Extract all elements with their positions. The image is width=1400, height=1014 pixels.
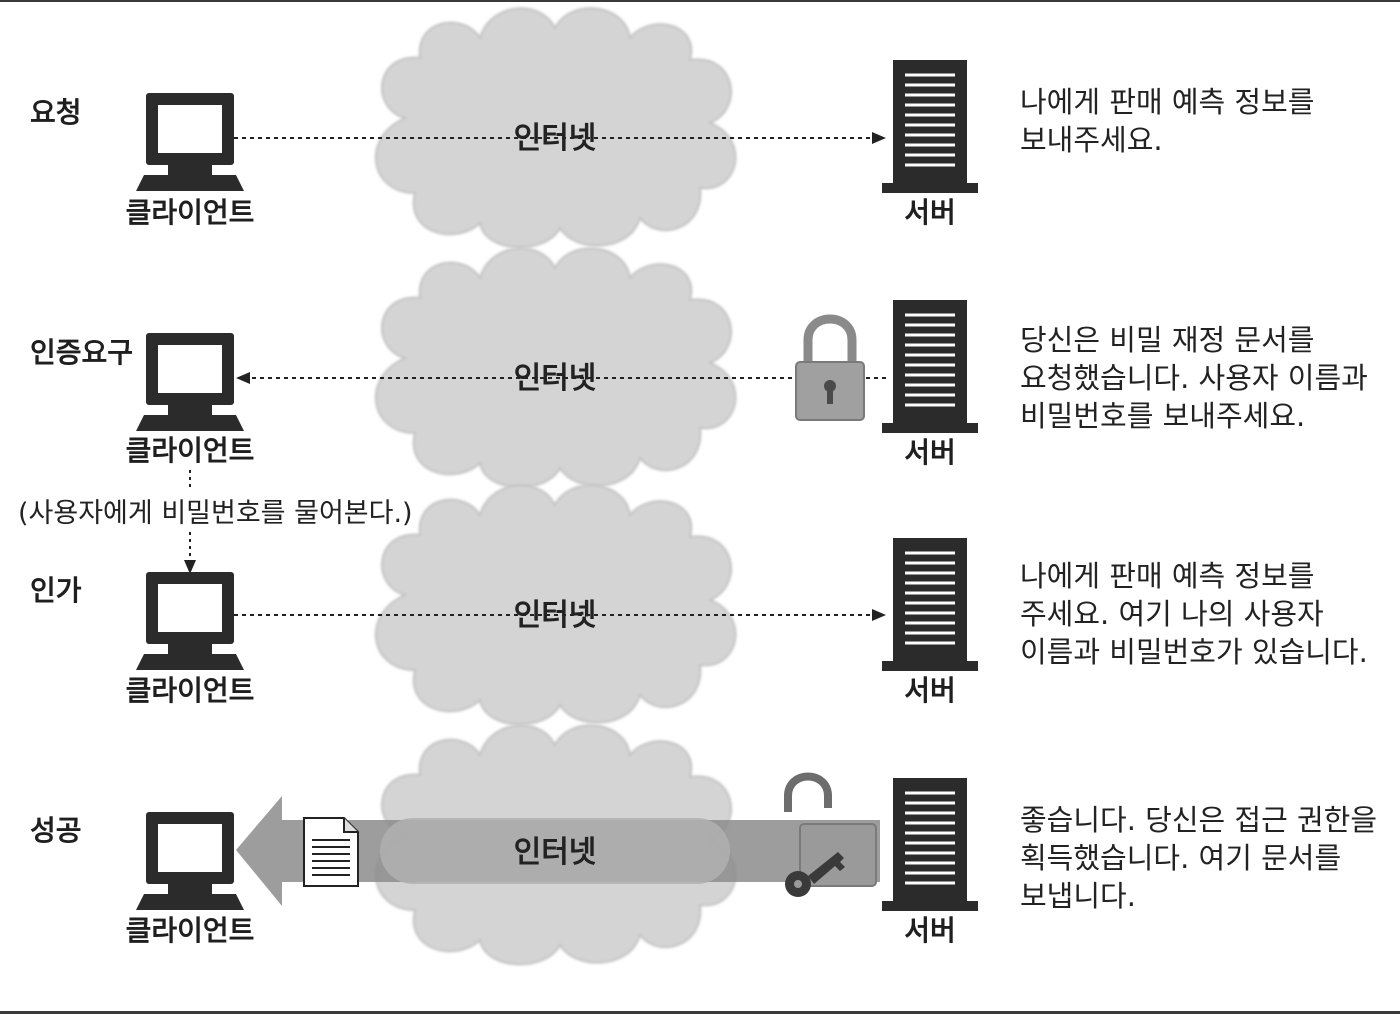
client-computer-icon <box>136 572 244 670</box>
client-label: 클라이언트 <box>126 914 255 947</box>
step-label-success: 성공 <box>30 814 82 847</box>
locked-padlock-icon <box>795 314 865 421</box>
client-label: 클라이언트 <box>126 196 255 229</box>
row-challenge: 인증요구 클라이언트 인터넷 서버 당신은 비밀 재정 문서를 요청했습니다. … <box>30 247 1377 489</box>
server-label: 서버 <box>904 196 956 229</box>
server-icon <box>880 58 980 195</box>
server-icon <box>880 536 980 673</box>
message-authorization: 나에게 판매 예측 정보를 주세요. 여기 나의 사용자 이름과 비밀번호가 있… <box>1020 559 1368 669</box>
message-challenge: 당신은 비밀 재정 문서를 요청했습니다. 사용자 이름과 비밀번호를 보내주세… <box>1020 323 1377 433</box>
unlocked-padlock-icon <box>784 772 877 887</box>
user-prompt-note: (사용자에게 비밀번호를 물어본다.) <box>18 498 413 529</box>
server-label: 서버 <box>904 436 956 469</box>
client-label: 클라이언트 <box>126 434 255 467</box>
step-label-request: 요청 <box>30 96 82 129</box>
message-success: 좋습니다. 당신은 접근 권한을 획득했습니다. 여기 문서를 보냅니다. <box>1020 803 1386 913</box>
cloud-label: 인터넷 <box>514 598 597 633</box>
cloud-label: 인터넷 <box>514 361 597 396</box>
row-success: 성공 클라이언트 인터넷 <box>30 724 1386 966</box>
client-computer-icon <box>136 812 244 910</box>
row-authorization: 인가 클라이언트 인터넷 서버 나에게 판매 예측 정보를 주세요. 여기 나의… <box>30 484 1368 726</box>
client-computer-icon <box>136 93 244 191</box>
server-label: 서버 <box>904 674 956 707</box>
server-icon <box>880 776 980 913</box>
document-icon <box>303 817 359 887</box>
cloud-label: 인터넷 <box>514 835 597 870</box>
message-request: 나에게 판매 예측 정보를 보내주세요. <box>1020 85 1324 157</box>
step-label-authorization: 인가 <box>30 574 82 607</box>
key-icon <box>785 852 845 897</box>
step-label-challenge: 인증요구 <box>30 336 133 369</box>
server-label: 서버 <box>904 914 956 947</box>
client-computer-icon <box>136 333 244 431</box>
client-label: 클라이언트 <box>126 674 255 707</box>
row-request: 요청 클라이언트 인터넷 서버 나에게 판매 예측 정보를 보내주세요. <box>30 7 1324 249</box>
server-icon <box>880 298 980 435</box>
transfer-band-highlight <box>380 818 730 884</box>
user-prompt-connector: (사용자에게 비밀번호를 물어본다.) <box>18 470 413 574</box>
cloud-label: 인터넷 <box>514 121 597 156</box>
